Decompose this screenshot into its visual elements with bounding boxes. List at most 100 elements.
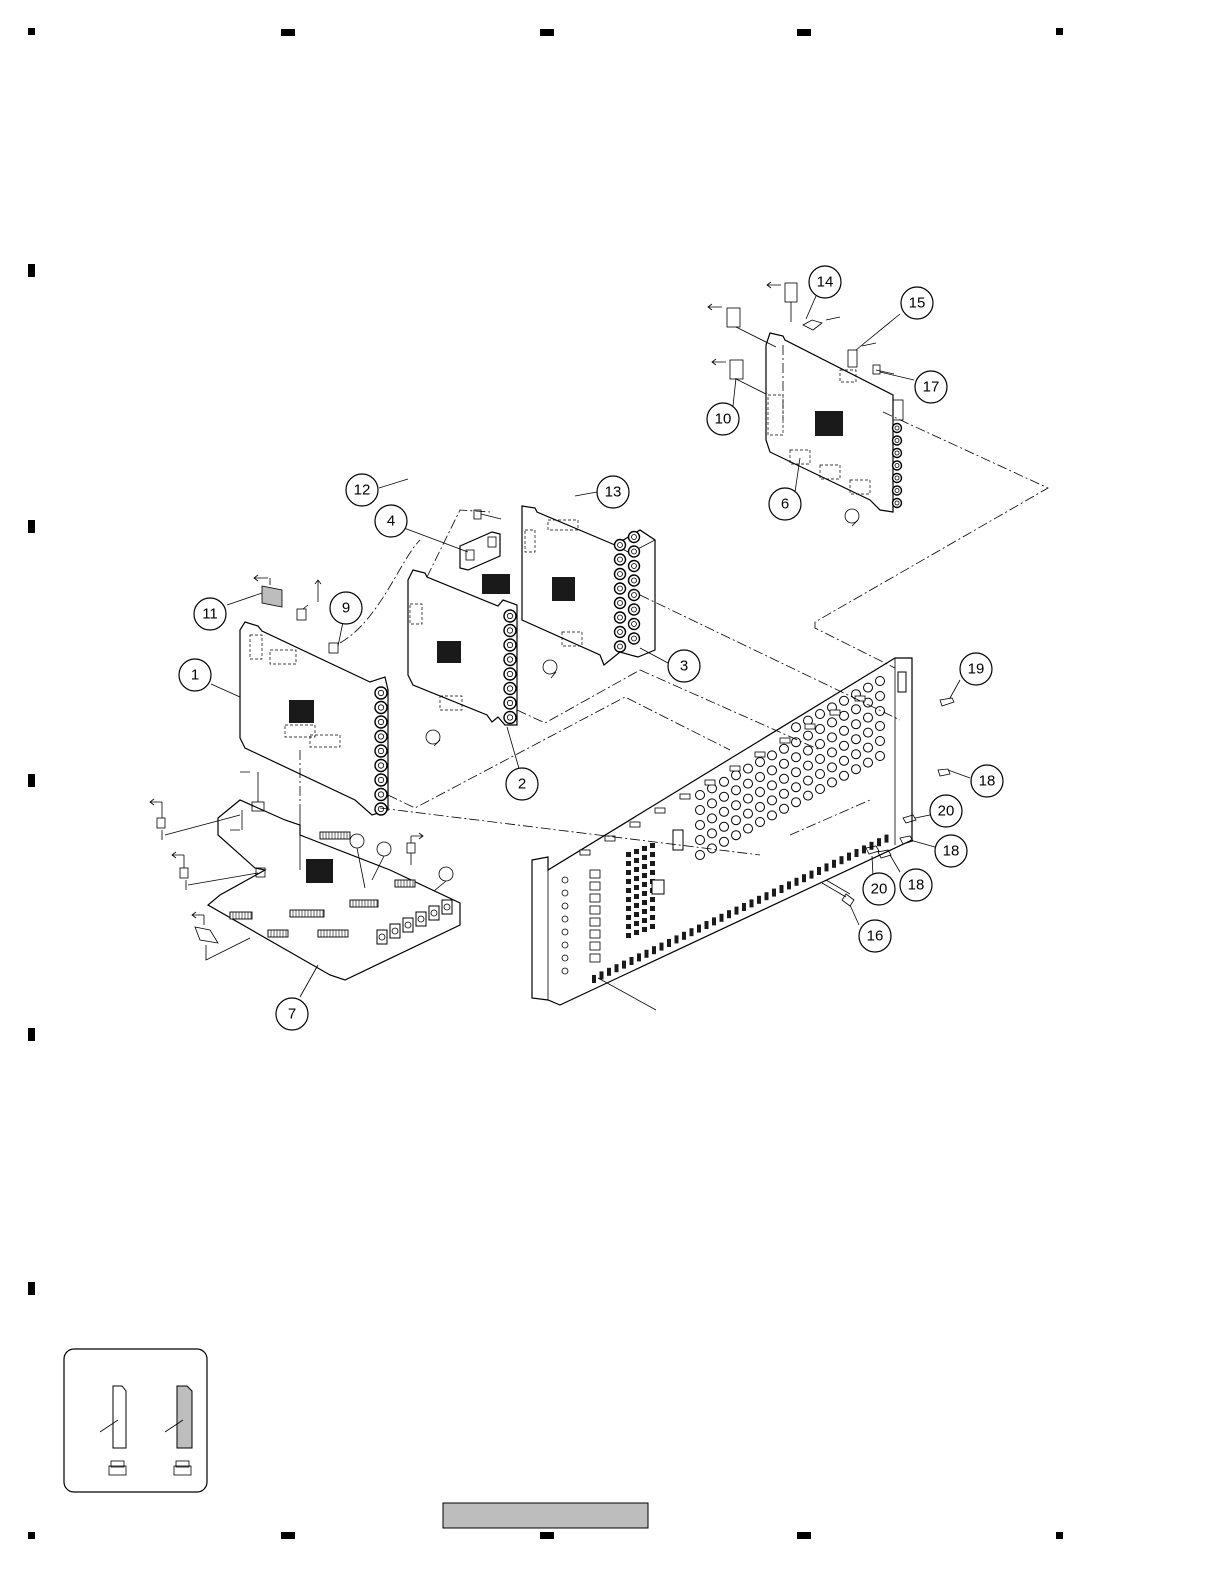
callout-label: 2 — [518, 776, 526, 793]
grille-cell — [626, 906, 631, 911]
rca-jack-center — [378, 748, 383, 753]
vent-slot — [870, 842, 874, 850]
panel-hole — [720, 807, 729, 816]
panel-hole — [828, 718, 837, 727]
panel-square — [590, 954, 600, 962]
panel-hole — [780, 774, 789, 783]
panel-slot — [830, 710, 840, 715]
rca-jack-center — [895, 438, 899, 442]
callout-label: 20 — [871, 881, 888, 898]
rca-jack-center — [378, 719, 383, 724]
grille-cell — [626, 915, 631, 920]
callout-20: 20 — [930, 795, 962, 827]
callout-label: 20 — [938, 803, 955, 820]
rca-jack-center — [507, 657, 512, 662]
rca-jack-center — [507, 700, 512, 705]
panel-hole — [768, 811, 777, 820]
output-jack-hole — [392, 928, 398, 934]
grille-cell — [650, 843, 655, 848]
panel-hole — [756, 758, 765, 767]
callout-label: 15 — [909, 295, 926, 312]
vent-slot — [825, 863, 829, 871]
panel-square — [590, 930, 600, 938]
panel-square — [590, 918, 600, 926]
panel-hole — [828, 778, 837, 787]
grille-cell — [626, 897, 631, 902]
vent-slot — [607, 968, 611, 976]
output-jack-hole — [405, 922, 411, 928]
panel-small-hole — [562, 877, 568, 883]
callout-2: 2 — [506, 768, 538, 800]
panel-hole — [804, 791, 813, 800]
callout-18: 18 — [935, 835, 967, 867]
vent-slot — [652, 946, 656, 954]
callout-label: 6 — [781, 496, 789, 513]
panel-slot — [630, 822, 640, 827]
panel-hole — [840, 711, 849, 720]
grille-cell — [634, 849, 639, 854]
board-2 — [408, 570, 517, 746]
panel-hole — [768, 751, 777, 760]
panel-hole — [792, 798, 801, 807]
callout-13: 13 — [597, 476, 629, 508]
rca-jack-center — [618, 601, 623, 606]
vent-slot — [600, 971, 604, 979]
grille-cell — [642, 855, 647, 860]
callout-label: 11 — [202, 606, 218, 623]
rca-jack-center — [632, 578, 637, 583]
panel-hole — [816, 710, 825, 719]
rca-jack-center — [895, 463, 899, 467]
rca-jack-center — [632, 622, 637, 627]
rca-jack-center — [378, 705, 383, 710]
vent-slot — [667, 939, 671, 947]
vent-slot — [727, 910, 731, 918]
vent-slot — [675, 935, 679, 943]
vent-slot — [720, 914, 724, 922]
board-1 — [240, 575, 388, 815]
corner-mark — [1056, 28, 1063, 35]
rca-jack-center — [895, 488, 899, 492]
callout-label: 16 — [867, 928, 884, 945]
panel-hole — [756, 773, 765, 782]
callout-4: 4 — [375, 505, 407, 537]
panel-slot — [655, 808, 665, 813]
rca-jack-center — [507, 686, 512, 691]
vent-slot — [795, 878, 799, 886]
panel-hole — [732, 771, 741, 780]
panel-hole — [780, 789, 789, 798]
panel-hole — [852, 735, 861, 744]
bottom-mark — [540, 1532, 554, 1539]
grille-cell — [626, 861, 631, 866]
rca-jack-center — [618, 586, 623, 591]
panel-hole — [828, 748, 837, 757]
panel-hole — [792, 753, 801, 762]
callout-label: 7 — [288, 1006, 296, 1023]
rear-panel — [532, 658, 912, 1010]
panel-hole — [864, 743, 873, 752]
output-jack-hole — [379, 934, 385, 940]
rca-jack-center — [895, 451, 899, 455]
panel-hole — [876, 752, 885, 761]
panel-hole — [792, 723, 801, 732]
callout-15: 15 — [901, 287, 933, 319]
panel-hole — [696, 851, 705, 860]
grille-cell — [642, 882, 647, 887]
rca-jack-center — [507, 628, 512, 633]
vent-slot — [847, 853, 851, 861]
rca-jack-center — [378, 763, 383, 768]
callout-label: 17 — [923, 379, 940, 396]
rca-jack-center — [895, 476, 899, 480]
pin-header — [290, 910, 324, 917]
top-mark — [281, 29, 295, 36]
grille-cell — [650, 852, 655, 857]
panel-hole — [720, 777, 729, 786]
callout-17: 17 — [915, 371, 947, 403]
rca-jack-center — [507, 671, 512, 676]
grille-cell — [634, 885, 639, 890]
panel-hole — [744, 824, 753, 833]
panel-hole — [756, 803, 765, 812]
corner-mark — [1056, 1532, 1063, 1539]
vent-slot — [705, 921, 709, 929]
panel-hole — [876, 737, 885, 746]
panel-hole — [696, 806, 705, 815]
